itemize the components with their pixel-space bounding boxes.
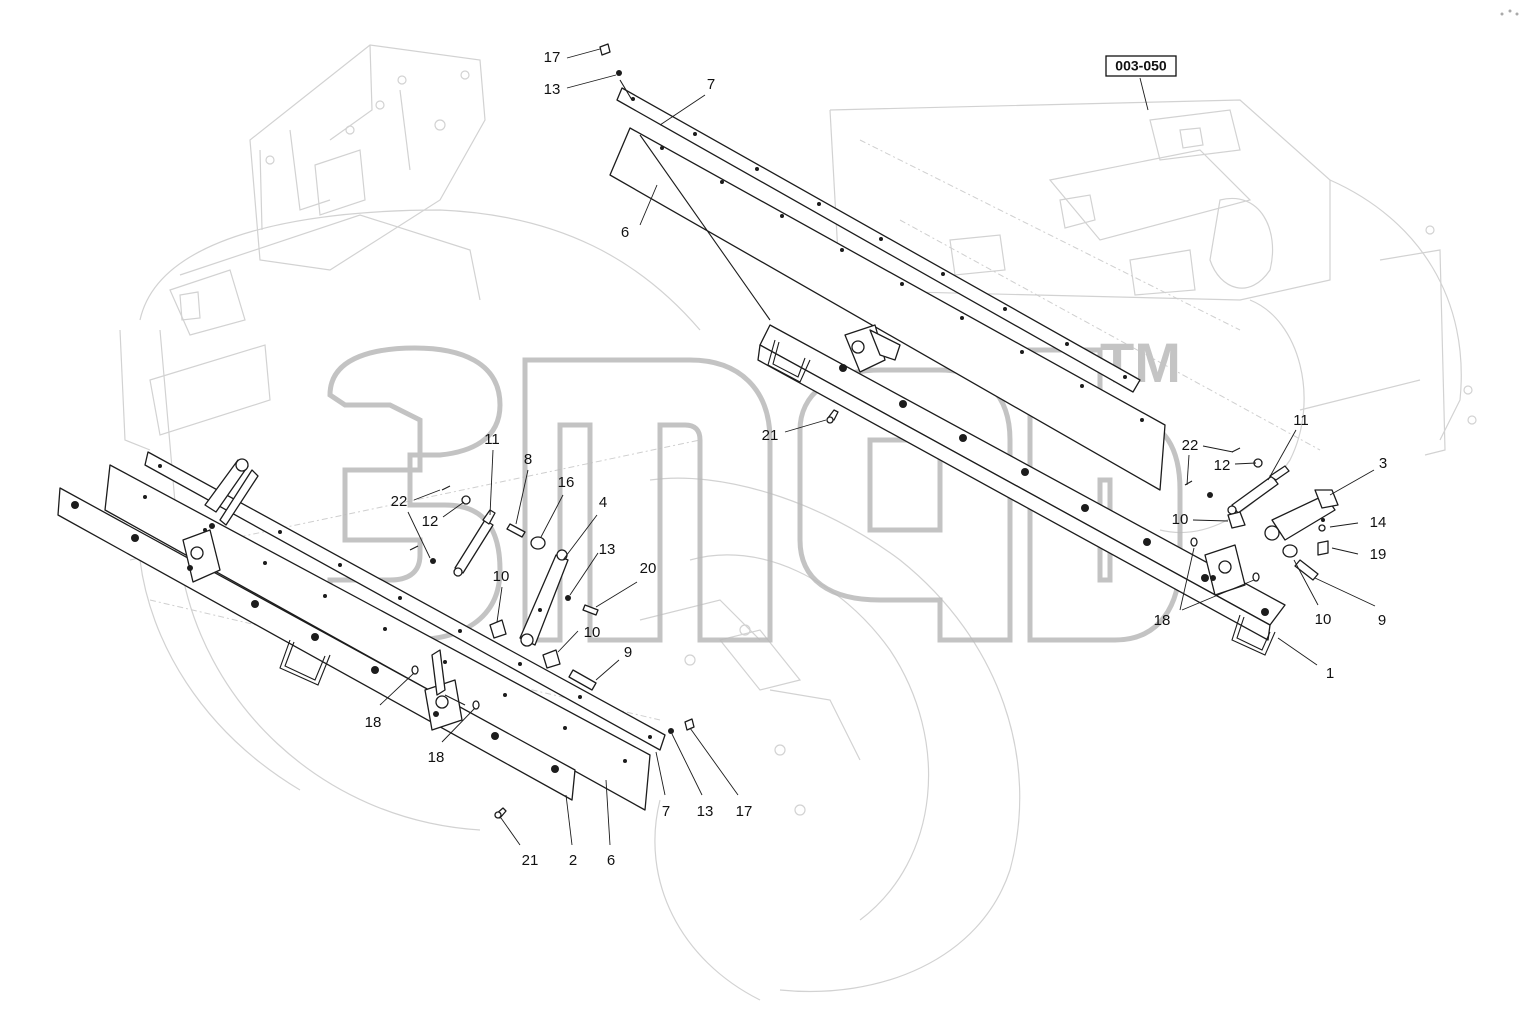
callout-10[interactable]: 10: [1172, 511, 1189, 528]
bushing-10-lower-b: [542, 649, 561, 669]
reference-tag-label: 003-050: [1115, 58, 1167, 74]
bushing-10-upper-a: [1227, 511, 1246, 529]
callout-10[interactable]: 10: [493, 568, 510, 585]
callout-1[interactable]: 1: [1326, 665, 1334, 682]
callout-22[interactable]: 22: [1182, 437, 1199, 454]
upper-scraper-assembly: [599, 43, 1339, 656]
callout-17[interactable]: 17: [544, 49, 561, 66]
callout-8[interactable]: 8: [524, 451, 532, 468]
callout-11[interactable]: 11: [484, 431, 500, 448]
scraper-blade-lower: [104, 464, 651, 811]
scraper-strip-upper: [616, 87, 1141, 393]
nut-16: [530, 536, 546, 550]
callout-13[interactable]: 13: [599, 541, 616, 558]
callout-3[interactable]: 3: [1379, 455, 1387, 472]
callout-12[interactable]: 12: [1214, 457, 1231, 474]
corner-mark: [1500, 9, 1519, 16]
callout-20[interactable]: 20: [640, 560, 657, 577]
pin-8: [506, 523, 526, 538]
watermark-trademark: TM: [1100, 331, 1181, 394]
pin-9-upper: [1294, 559, 1319, 581]
handle-lower: [279, 639, 331, 686]
scraper-strip-lower: [144, 451, 666, 751]
callout-13[interactable]: 13: [697, 803, 714, 820]
callout-4[interactable]: 4: [599, 494, 607, 511]
bolt-20: [582, 604, 599, 616]
callout-10[interactable]: 10: [584, 624, 601, 641]
bushing-10-lower-a: [489, 619, 507, 639]
callout-7[interactable]: 7: [662, 803, 670, 820]
leader-lines: [379, 48, 1376, 846]
handle-upper-right: [1231, 614, 1276, 656]
callout-16[interactable]: 16: [558, 474, 575, 491]
scraper-blade-upper: [609, 127, 1166, 491]
callout-13[interactable]: 13: [544, 81, 561, 98]
gas-strut-upper: [1231, 475, 1279, 514]
callout-6[interactable]: 6: [621, 224, 629, 241]
callout-10[interactable]: 10: [1315, 611, 1332, 628]
callout-14[interactable]: 14: [1370, 514, 1387, 531]
lower-scraper-assembly: [57, 451, 695, 819]
callout-18[interactable]: 18: [1154, 612, 1171, 629]
machine-outline-background: [119, 44, 1477, 1001]
callout-18[interactable]: 18: [365, 714, 382, 731]
callout-18[interactable]: 18: [428, 749, 445, 766]
reference-tag[interactable]: 003-050: [1105, 55, 1177, 77]
callout-2[interactable]: 2: [569, 852, 577, 869]
callout-9[interactable]: 9: [624, 644, 632, 661]
callout-11[interactable]: 11: [1293, 412, 1309, 429]
pin-9-lower: [568, 669, 597, 691]
callout-7[interactable]: 7: [707, 76, 715, 93]
callout-9[interactable]: 9: [1378, 612, 1386, 629]
callout-17[interactable]: 17: [736, 803, 753, 820]
watermark-logo: TM: [327, 331, 1183, 643]
callout-6[interactable]: 6: [607, 852, 615, 869]
callout-12[interactable]: 12: [422, 513, 439, 530]
callout-labels: 17 13 7 6 21 11 22 12 3 10 14 19 18 10 9…: [365, 49, 1388, 869]
bracket-part-3: [1271, 494, 1336, 541]
callout-21[interactable]: 21: [762, 427, 779, 444]
callout-22[interactable]: 22: [391, 493, 408, 510]
callout-19[interactable]: 19: [1370, 546, 1387, 563]
callout-21[interactable]: 21: [522, 852, 539, 869]
handle-upper-left: [767, 339, 811, 383]
